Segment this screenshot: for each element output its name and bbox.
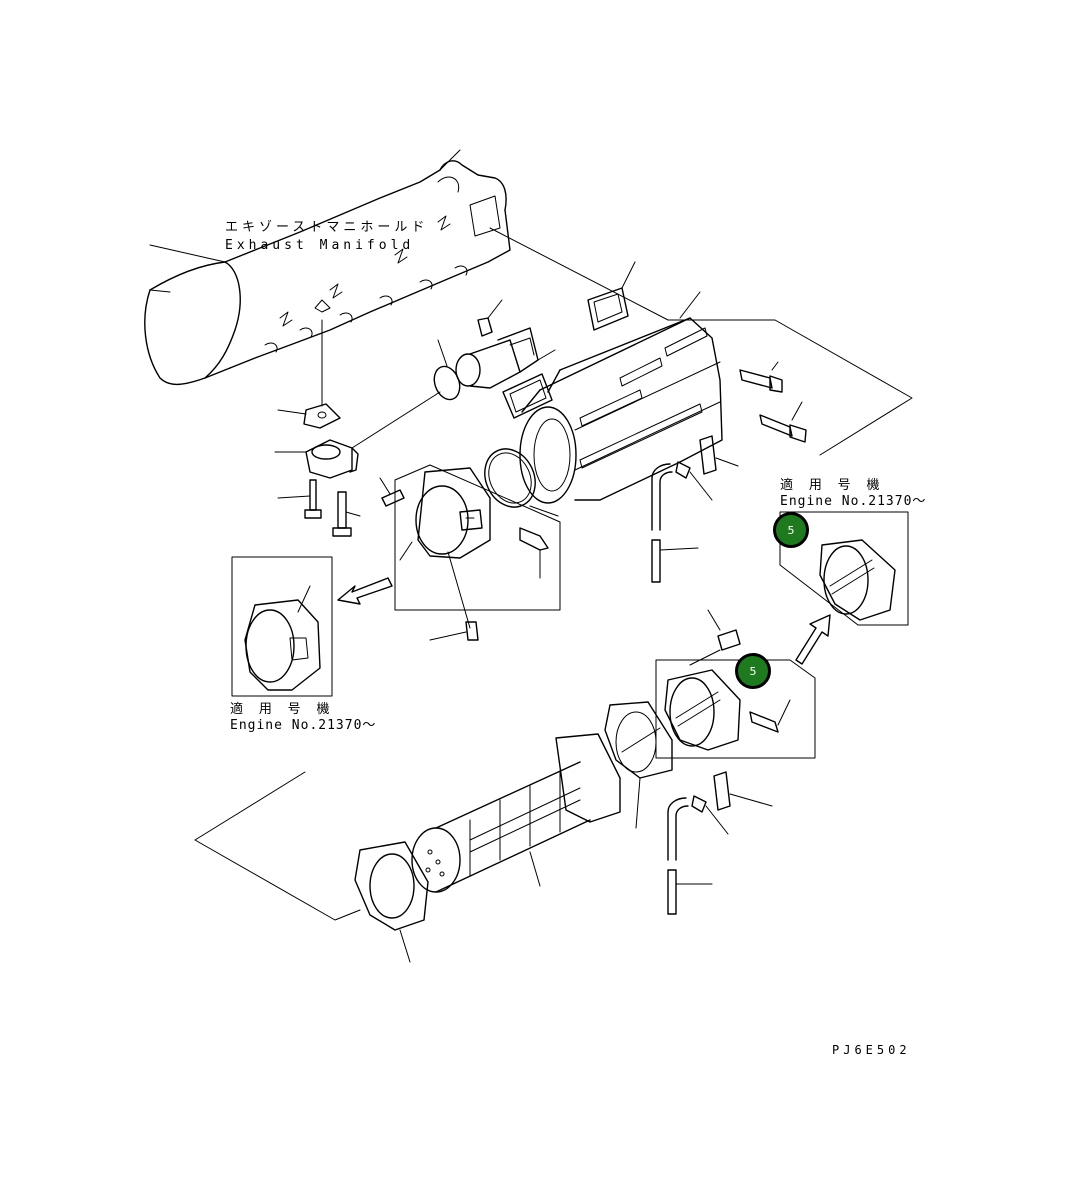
left-detail-box: [231, 556, 333, 697]
arrow-to-right-detail: [795, 614, 831, 665]
callout-marker-lower[interactable]: 5: [735, 653, 771, 689]
gasket-lower: [604, 701, 673, 829]
assembly-guide-lines: [194, 227, 913, 921]
exhaust-manifold-label-en: Exhaust Manifold: [225, 238, 415, 253]
callout-marker-upper[interactable]: 5: [773, 512, 809, 548]
exhaust-manifold: [144, 149, 511, 386]
elbow-fitting: [455, 299, 556, 419]
lower-flange-assembly: [655, 609, 816, 759]
drain-tube-upper: [651, 435, 739, 583]
o-ring-small: [433, 339, 461, 401]
gasket-bottom: [354, 841, 429, 963]
bolts-left: [277, 477, 405, 537]
engine-number-label-right: Engine No.21370〜: [780, 494, 927, 509]
cooler-housing: [519, 291, 723, 504]
o-ring-large: [484, 448, 559, 517]
flange-left: [274, 299, 441, 479]
applicable-label-left: 適 用 号 機: [230, 702, 334, 717]
exhaust-manifold-label-jp: エキゾーストマニホールド: [225, 220, 429, 235]
end-cover-assembly: [394, 464, 561, 641]
core-tube-bundle: [411, 733, 621, 893]
applicable-label-right: 適 用 号 機: [780, 478, 884, 493]
drain-tube-lower: [667, 771, 773, 915]
bolts-upper-right: [739, 361, 807, 443]
arrow-to-left-detail: [337, 577, 393, 605]
drawing-code: PJ6E502: [832, 1043, 911, 1057]
right-detail-box: [779, 511, 909, 626]
gasket-upper: [587, 261, 636, 331]
engine-number-label-left: Engine No.21370〜: [230, 718, 377, 733]
